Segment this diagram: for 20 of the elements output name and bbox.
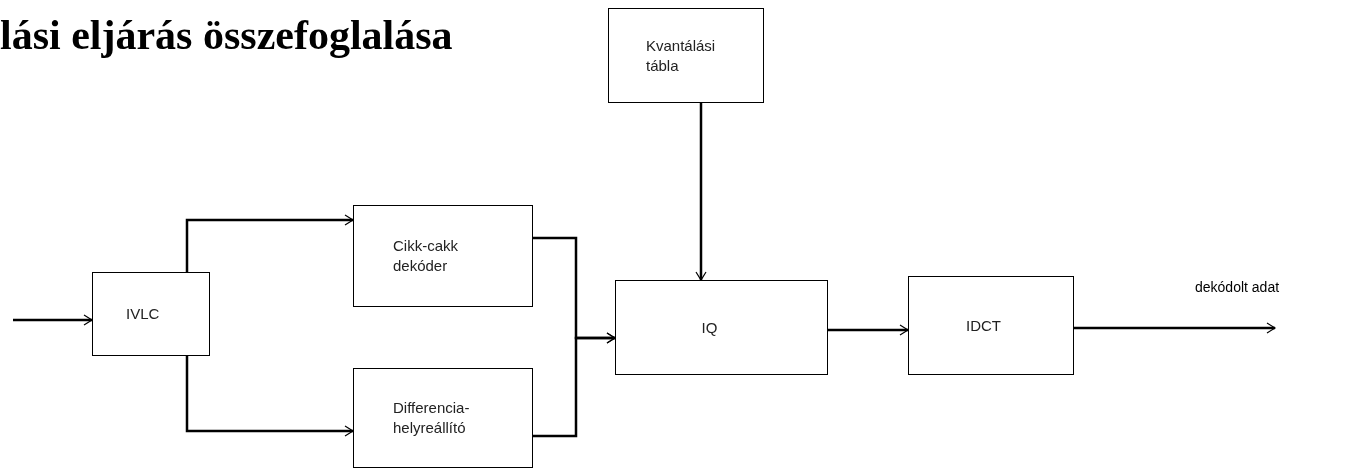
process-box	[353, 368, 533, 468]
process-box	[92, 272, 210, 356]
box-label: Kvantálási tábla	[646, 35, 717, 76]
arrow	[533, 332, 616, 438]
arrow	[695, 103, 707, 281]
process-box	[608, 8, 764, 103]
title: lási eljárás összefoglalása	[0, 11, 453, 60]
box-label: IVLC	[126, 304, 161, 324]
box-label: IQ	[701, 317, 719, 338]
process-box	[908, 276, 1074, 375]
process-box	[615, 280, 828, 375]
arrow	[185, 214, 354, 272]
box-label: Cikk-cakk dekóder	[393, 236, 459, 276]
arrow	[1074, 322, 1276, 334]
arrow	[13, 314, 93, 326]
box-label: Differencia- helyreállító	[393, 398, 471, 438]
box-label: IDCT	[966, 315, 1002, 336]
arrow	[828, 324, 909, 336]
process-box	[353, 205, 533, 307]
arrow	[185, 356, 354, 437]
